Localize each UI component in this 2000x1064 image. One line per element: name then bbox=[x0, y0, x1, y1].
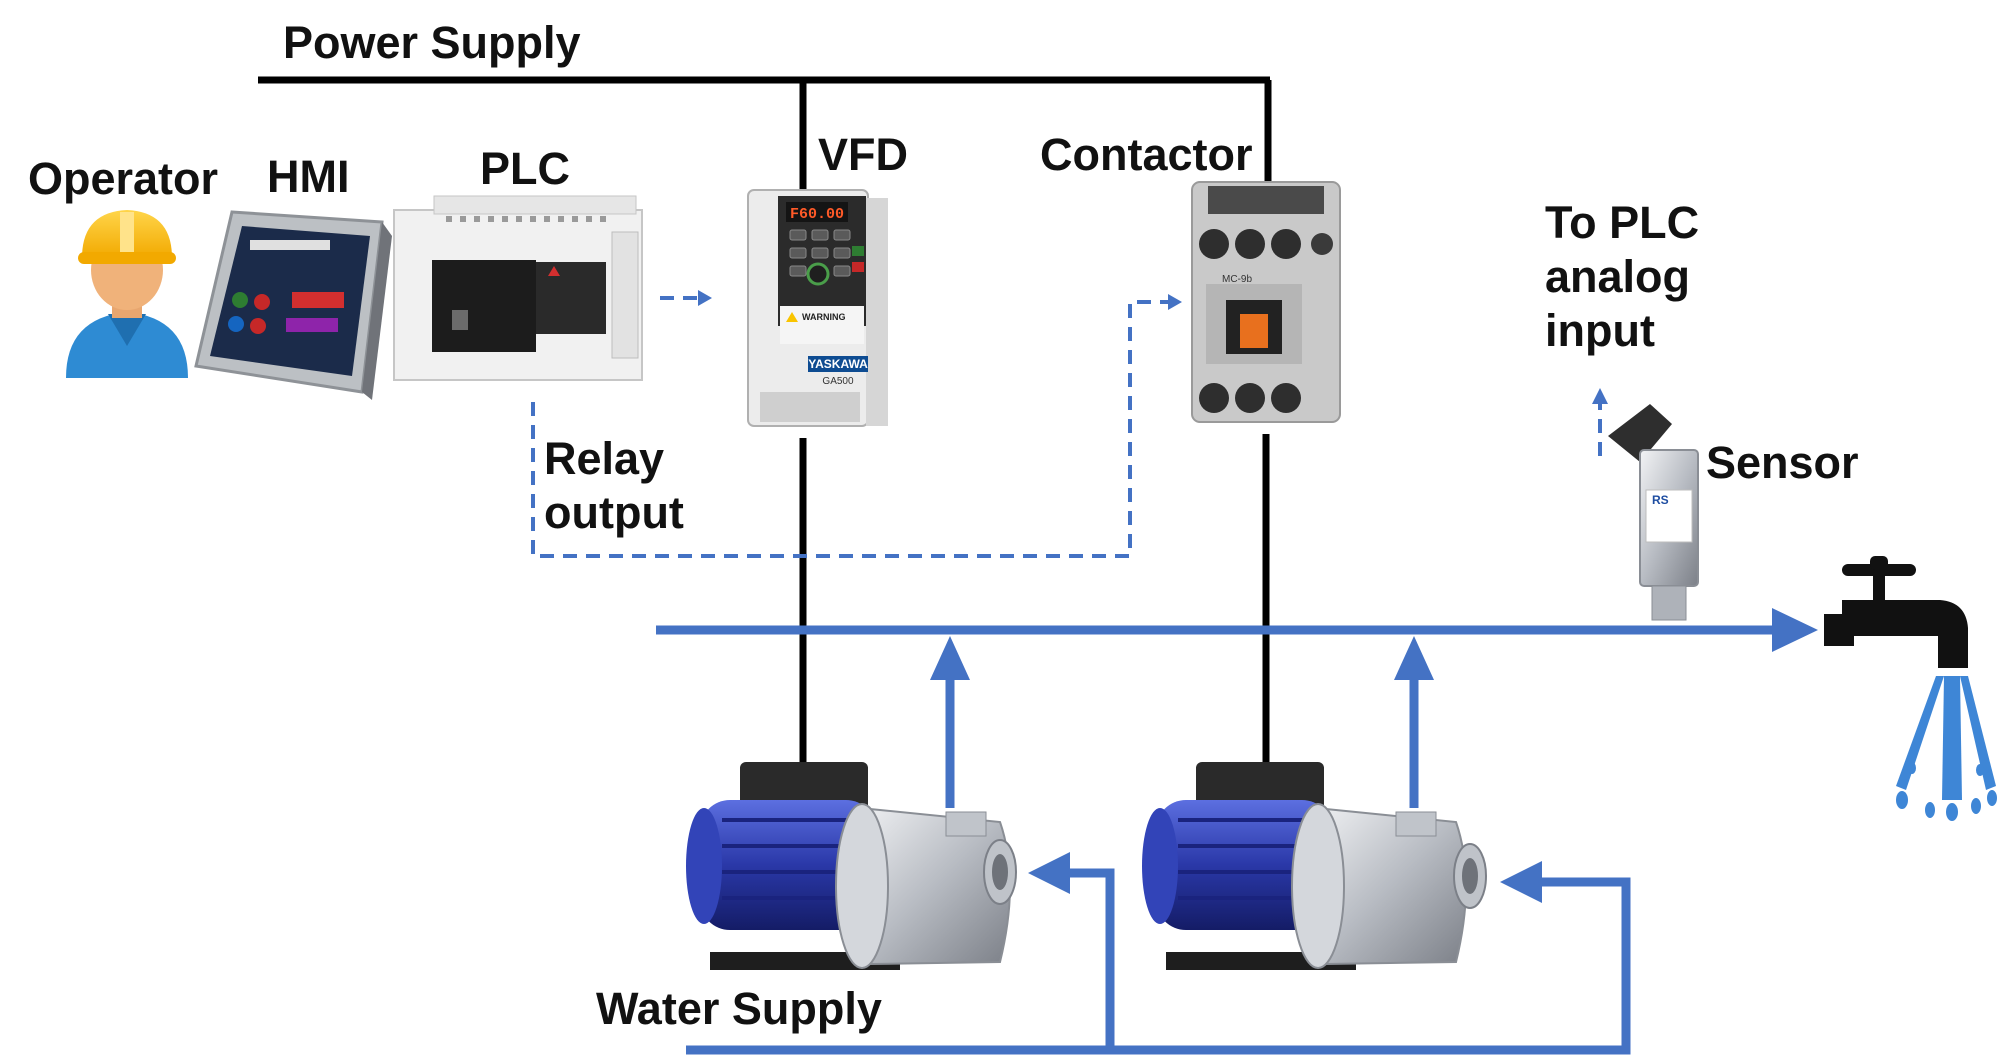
contactor-device: MC-9b bbox=[1191, 181, 1341, 423]
vfd-brand-text: YASKAWA bbox=[808, 357, 868, 371]
water-pipes bbox=[656, 625, 1780, 1055]
relay-output-label: Relay output bbox=[544, 433, 684, 538]
vfd-warning-text: WARNING bbox=[802, 312, 846, 322]
vfd-label: VFD bbox=[818, 129, 908, 180]
contactor-model-text: MC-9b bbox=[1222, 274, 1252, 285]
to-plc-analog-input-label: To PLC analog input bbox=[1545, 197, 1700, 356]
vfd-display-readout: F60.00 bbox=[790, 206, 844, 223]
pressure-sensor: RS bbox=[1608, 404, 1699, 621]
plc-device bbox=[393, 195, 643, 381]
sensor-label: Sensor bbox=[1706, 437, 1859, 488]
signal-lines bbox=[531, 296, 1602, 558]
plc-label: PLC bbox=[480, 143, 570, 194]
operator-icon bbox=[66, 210, 188, 378]
water-arrowheads bbox=[930, 608, 1818, 903]
hmi-label: HMI bbox=[267, 151, 350, 202]
water-supply-label: Water Supply bbox=[596, 983, 882, 1034]
pump-2 bbox=[1142, 762, 1487, 970]
signal-arrowheads bbox=[698, 290, 1608, 404]
faucet-icon bbox=[1824, 556, 1968, 668]
operator-label: Operator bbox=[28, 153, 219, 204]
vfd-model-text: GA500 bbox=[822, 376, 854, 387]
hmi-device bbox=[194, 210, 392, 400]
sensor-brand-text: RS bbox=[1652, 493, 1669, 507]
contactor-label: Contactor bbox=[1040, 129, 1253, 180]
power-wiring bbox=[258, 76, 1272, 776]
power-supply-label: Power Supply bbox=[283, 17, 581, 68]
water-spray-icon bbox=[1896, 676, 1997, 821]
pump-1 bbox=[686, 762, 1017, 970]
vfd-device: F60.00 WARNING YASKAWA GA500 bbox=[747, 189, 888, 427]
